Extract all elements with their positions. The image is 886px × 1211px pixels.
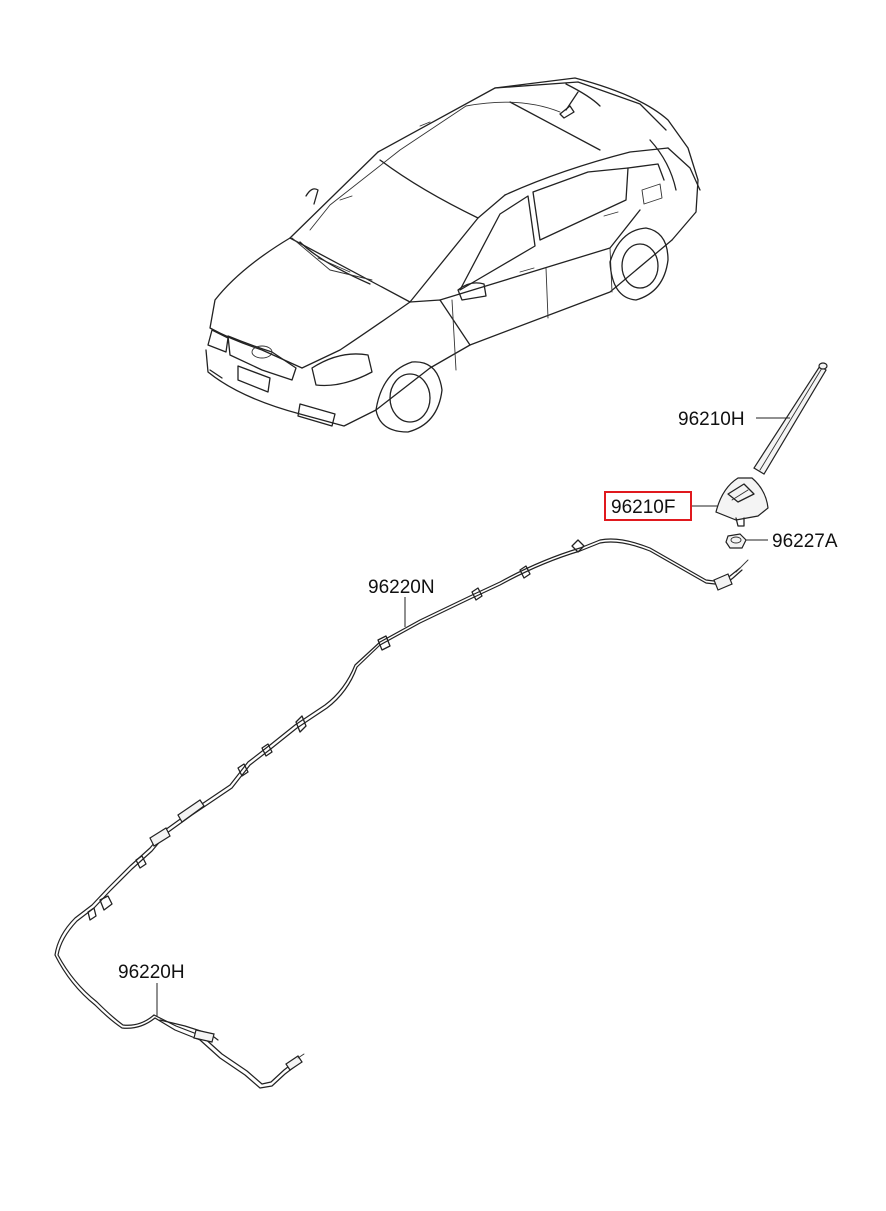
label-96220H: 96220H (118, 962, 185, 983)
label-96210F: 96210F (611, 497, 675, 518)
label-96220N: 96220N (368, 577, 435, 598)
highlight-box-96210F (604, 491, 692, 521)
antenna-rod (753, 362, 828, 475)
nut (725, 533, 747, 549)
antenna-base (715, 477, 769, 527)
label-96227A: 96227A (772, 531, 838, 552)
feeder-cable (153, 1014, 305, 1089)
car-illustration (205, 77, 701, 433)
label-96210H: 96210H (678, 409, 745, 430)
main-cable (54, 538, 749, 1029)
